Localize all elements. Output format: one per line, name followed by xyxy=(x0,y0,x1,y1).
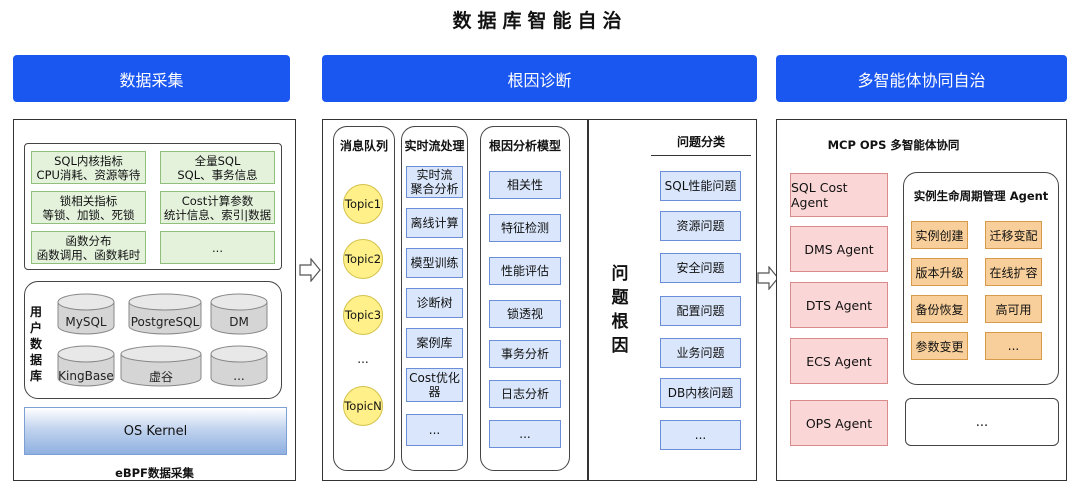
agent-ecs: ECS Agent xyxy=(790,338,888,384)
stream-diagnosis-tree: 诊断树 xyxy=(406,288,463,318)
root-cause-char: 题 xyxy=(611,288,629,308)
stream-training: 模型训练 xyxy=(406,248,463,278)
agent-ops: OPS Agent xyxy=(790,400,888,446)
db-postgresql: PostgreSQL xyxy=(128,293,202,335)
db-more: ... xyxy=(210,345,268,387)
lifecycle-scale: 在线扩容 xyxy=(985,258,1042,286)
classify-security: 安全问题 xyxy=(660,253,741,283)
stream-more: ... xyxy=(406,414,463,446)
topic-1: Topic1 xyxy=(343,184,383,224)
metric-cost: Cost计算参数 统计信息、索引|数据 xyxy=(160,191,275,224)
model-correlation: 相关性 xyxy=(489,171,561,199)
metric-sql-kernel: SQL内核指标 CPU消耗、资源等待 xyxy=(31,151,146,184)
model-header: 根因分析模型 xyxy=(488,139,561,153)
root-cause-label: 问题根因 xyxy=(608,262,632,358)
model-more: ... xyxy=(489,420,561,448)
lifecycle-backup: 备份恢复 xyxy=(911,295,968,323)
classify-header: 问题分类 xyxy=(676,135,725,149)
lifecycle-migrate: 迁移变配 xyxy=(985,221,1042,249)
page-title: 数据库智能自治 xyxy=(452,10,628,32)
root-cause-char: 问 xyxy=(611,264,629,284)
lifecycle-more: ... xyxy=(985,332,1042,360)
band-collection: 数据采集 xyxy=(13,55,290,102)
stream-offline: 离线计算 xyxy=(406,208,463,238)
arrow-right-icon xyxy=(299,258,321,282)
db-xugu: 虚谷 xyxy=(120,345,202,387)
model-feature: 特征检测 xyxy=(489,214,561,242)
stream-case-library: 案例库 xyxy=(406,328,463,358)
autonomy-more: ... xyxy=(905,398,1059,446)
lifecycle-ha: 高可用 xyxy=(985,295,1042,323)
lifecycle-upgrade: 版本升级 xyxy=(911,258,968,286)
stream-header: 实时流处理 xyxy=(404,139,465,153)
model-lock: 锁透视 xyxy=(489,300,561,328)
arrow-right-icon xyxy=(757,266,779,290)
os-kernel: OS Kernel xyxy=(24,407,287,455)
classify-more: ... xyxy=(660,420,741,450)
classify-resource: 资源问题 xyxy=(660,211,741,241)
classify-kernel: DB内核问题 xyxy=(660,378,741,408)
classify-business: 业务问题 xyxy=(660,338,741,368)
classify-config: 配置问题 xyxy=(660,296,741,326)
db-mysql: MySQL xyxy=(57,293,115,335)
autonomy-header: MCP OPS 多智能体协同 xyxy=(827,138,960,152)
user-db-label: 用户 数据库 xyxy=(30,305,43,383)
classify-sql: SQL性能问题 xyxy=(660,171,741,201)
db-kingbase: KingBase xyxy=(57,345,115,387)
agent-dms: DMS Agent xyxy=(790,226,888,272)
metric-full-sql: 全量SQL SQL、事务信息 xyxy=(160,151,275,184)
lifecycle-create: 实例创建 xyxy=(911,221,968,249)
root-cause-char: 根 xyxy=(611,312,629,332)
queue-header: 消息队列 xyxy=(339,139,388,153)
model-log: 日志分析 xyxy=(489,380,561,408)
topic-2: Topic2 xyxy=(343,239,383,279)
lifecycle-header: 实例生命周期管理 Agent xyxy=(913,189,1049,203)
metric-more: ... xyxy=(160,231,275,264)
agent-dts: DTS Agent xyxy=(790,282,888,328)
topic-3: Topic3 xyxy=(343,295,383,335)
lifecycle-params: 参数变更 xyxy=(911,332,968,360)
divider xyxy=(587,120,589,480)
agent-sql-cost: SQL Cost Agent xyxy=(790,173,888,217)
metrics-group xyxy=(24,143,282,270)
classify-divider xyxy=(651,155,751,156)
band-diagnosis: 根因诊断 xyxy=(322,55,757,102)
metric-lock: 锁相关指标 等锁、加锁、死锁 xyxy=(31,191,146,224)
band-autonomy: 多智能体协同自治 xyxy=(776,55,1067,102)
db-dm: DM xyxy=(210,293,268,335)
ebpf-label: eBPF数据采集 xyxy=(115,466,194,480)
topic-n: TopicN xyxy=(343,386,383,426)
stream-realtime: 实时流 聚合分析 xyxy=(406,166,463,198)
topic-more: ... xyxy=(357,352,369,366)
root-cause-char: 因 xyxy=(611,336,629,356)
model-transaction: 事务分析 xyxy=(489,340,561,368)
model-performance: 性能评估 xyxy=(489,257,561,285)
metric-function: 函数分布 函数调用、函数耗时 xyxy=(31,231,146,264)
stream-cost-optimizer: Cost优化 器 xyxy=(406,368,463,402)
